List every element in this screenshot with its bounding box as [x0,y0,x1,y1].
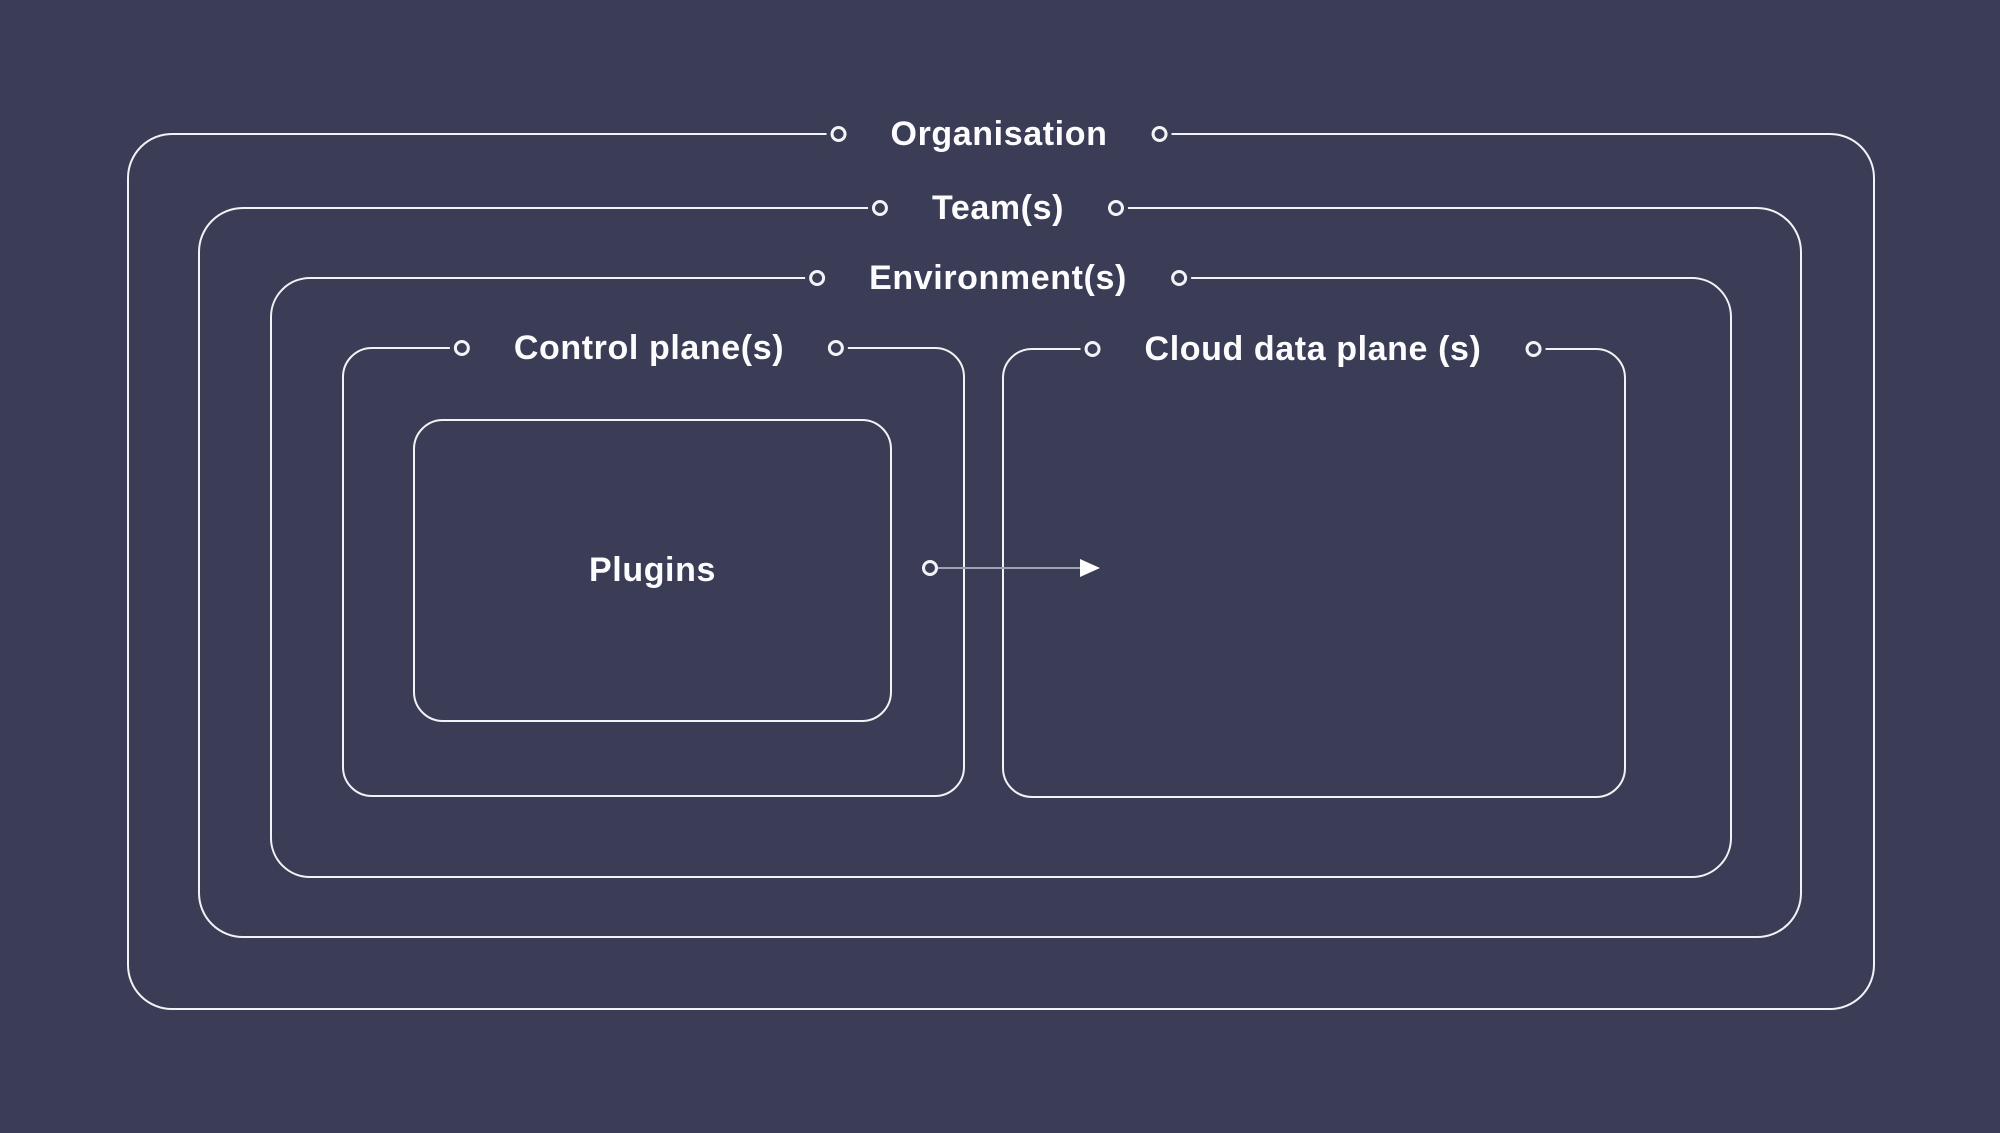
endpoint-circle-icon [828,340,845,356]
endpoint-circle-icon [453,340,470,356]
teams-label: Team(s) [931,188,1065,227]
environments-label: Environment(s) [869,258,1127,297]
control-plane-label: Control plane(s) [513,328,785,367]
arrow-start-dot-icon [922,560,938,576]
endpoint-circle-icon [809,270,826,286]
endpoint-circle-icon [1084,341,1101,357]
endpoint-circle-icon [830,126,847,142]
endpoint-circle-icon [871,200,888,216]
cloud-data-plane-label: Cloud data plane (s) [1144,329,1482,368]
arrow-head-icon [1080,559,1100,577]
organisation-label: Organisation [890,114,1108,153]
plugins-box: Plugins [413,419,892,722]
cloud-data-plane-label-group: Cloud data plane (s) [1080,325,1546,373]
endpoint-circle-icon [1170,270,1187,286]
environments-label-group: Environment(s) [805,254,1191,302]
control-plane-label-group: Control plane(s) [449,324,849,372]
endpoint-circle-icon [1525,341,1542,357]
teams-label-group: Team(s) [867,184,1129,232]
endpoint-circle-icon [1108,200,1125,216]
plugins-label: Plugins [589,551,716,589]
organisation-label-group: Organisation [826,110,1172,158]
arrow-line [938,567,1080,569]
plugins-to-cloud-arrow [922,550,1100,586]
endpoint-circle-icon [1151,126,1168,142]
